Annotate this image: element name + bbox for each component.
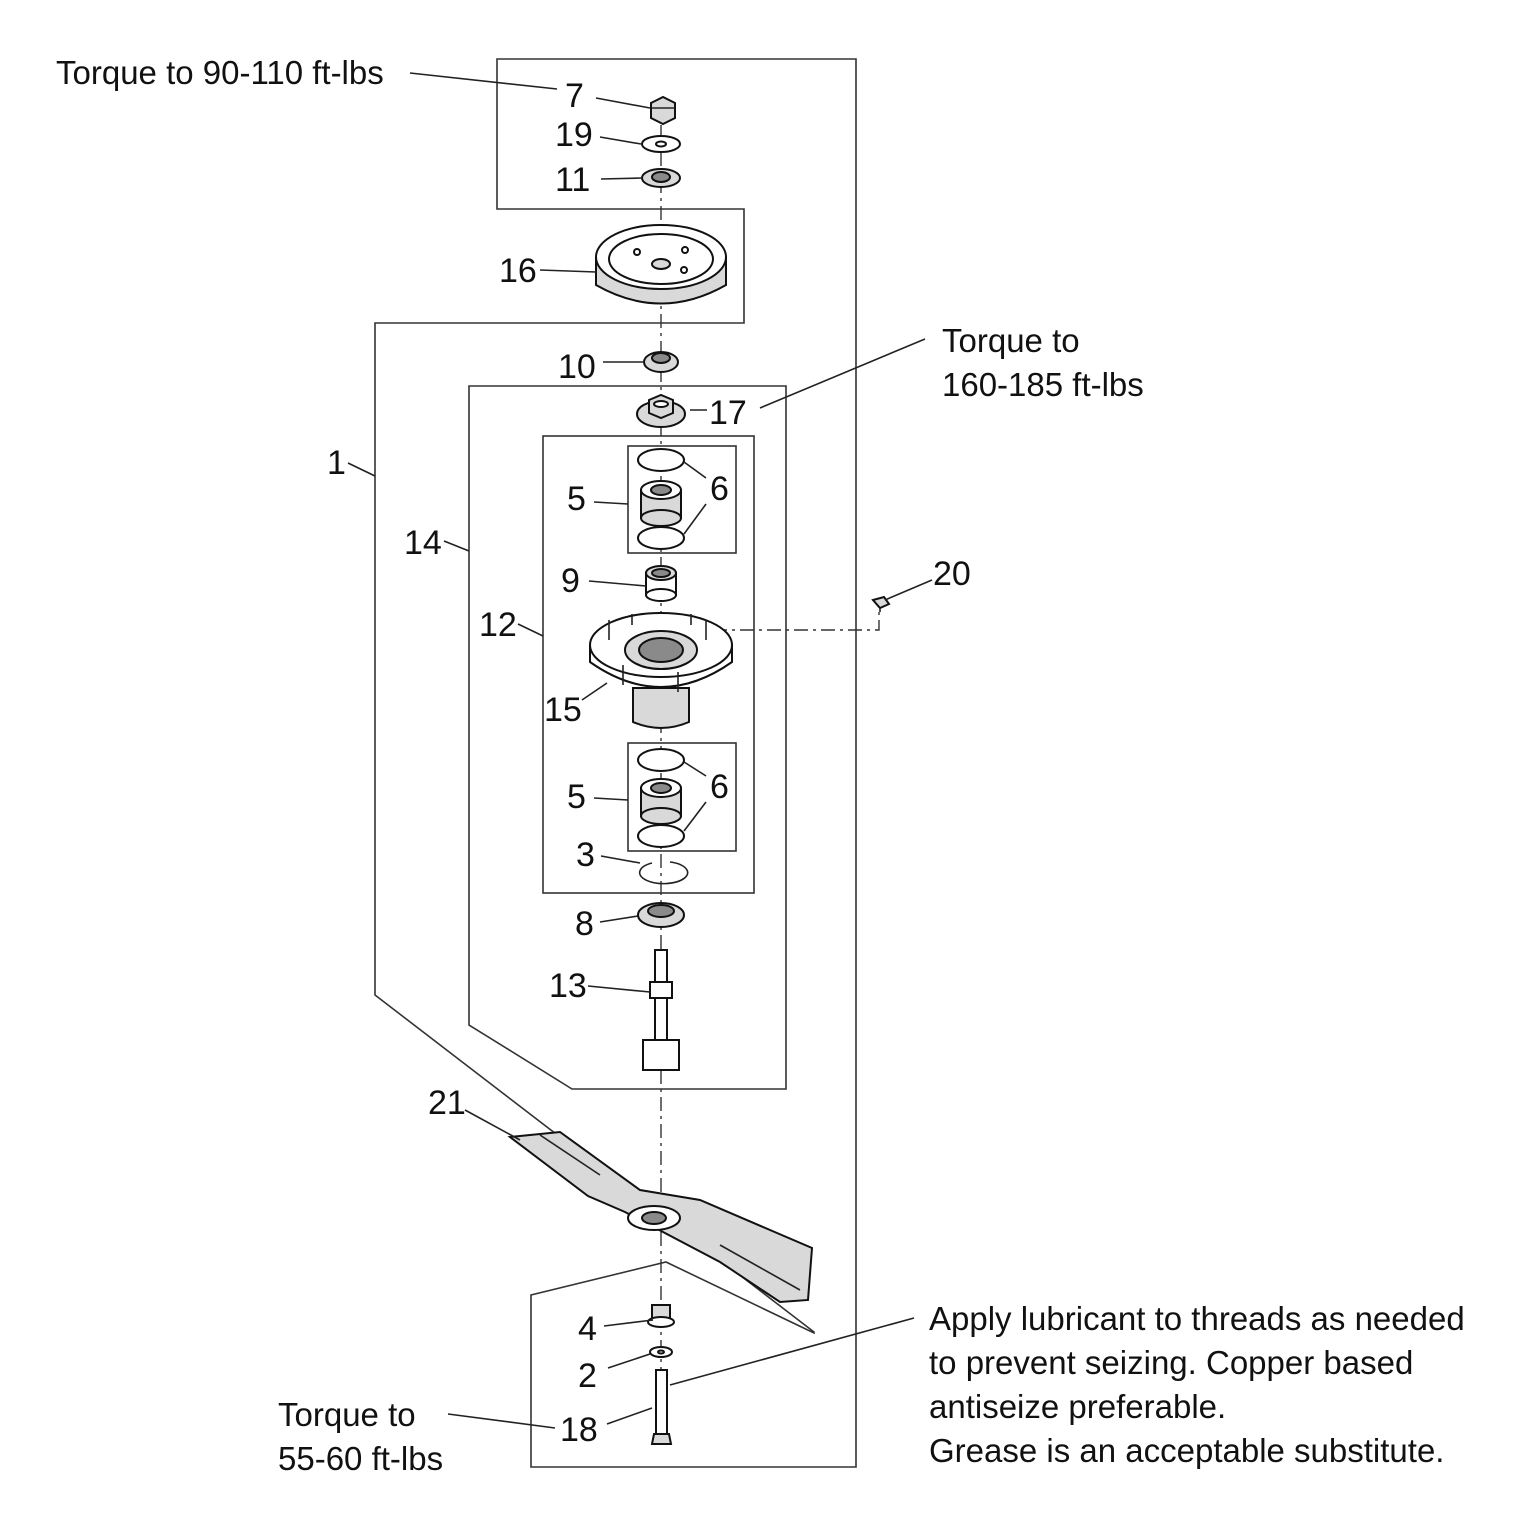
callout-20: 20 — [933, 555, 971, 593]
part-6-ring-lower-a — [637, 748, 685, 772]
part-21-blade — [507, 1130, 814, 1304]
part-8-seal — [637, 902, 685, 928]
torque-note-top: Torque to 90-110 ft-lbs — [56, 54, 384, 91]
part-5-bearing-upper — [640, 480, 682, 527]
lubricant-note-line3: antiseize preferable. — [929, 1388, 1226, 1425]
part-3-snap-ring — [638, 861, 689, 885]
part-6-ring-upper-b — [637, 526, 685, 550]
part-16-pulley — [595, 224, 727, 305]
part-6-ring-lower-b — [637, 824, 685, 848]
bearing-group-lower-outline — [627, 742, 737, 852]
callout-10: 10 — [558, 348, 596, 386]
lubricant-note-line2: to prevent seizing. Copper based — [929, 1344, 1413, 1381]
assembly-1-outline — [374, 58, 857, 1468]
part-7-nut — [650, 95, 676, 126]
torque-note-bottom-line1: Torque to — [278, 1396, 416, 1433]
callout-9: 9 — [561, 562, 580, 600]
torque-note-mid-line1: Torque to — [942, 322, 1080, 359]
part-2-washer — [649, 1346, 673, 1358]
torque-note-bottom-line2: 55-60 ft-lbs — [278, 1440, 443, 1477]
leader-lines — [347, 72, 933, 1429]
bearing-group-upper-outline — [627, 445, 737, 554]
callout-5-lower: 5 — [567, 778, 586, 816]
assembly-14-outline — [468, 385, 787, 1090]
part-18-bolt — [650, 1369, 673, 1445]
callout-8: 8 — [575, 905, 594, 943]
callout-13: 13 — [549, 967, 587, 1005]
callout-1: 1 — [327, 444, 346, 482]
callout-5-upper: 5 — [567, 480, 586, 518]
callout-15: 15 — [544, 691, 582, 729]
lubricant-note-line4: Grease is an acceptable substitute. — [929, 1432, 1444, 1469]
part-13-spindle-shaft — [642, 949, 680, 1071]
part-6-ring-upper-a — [637, 448, 685, 472]
lubricant-note-line1: Apply lubricant to threads as needed — [929, 1300, 1465, 1337]
callout-16: 16 — [499, 252, 537, 290]
callout-6-lower: 6 — [710, 768, 729, 806]
torque-note-mid-line2: 160-185 ft-lbs — [942, 366, 1144, 403]
part-4-blade-hub — [647, 1304, 675, 1328]
part-11-cone-washer — [641, 168, 681, 188]
callout-19: 19 — [555, 116, 593, 154]
callout-12: 12 — [479, 606, 517, 644]
callout-3: 3 — [576, 836, 595, 874]
part-19-washer — [641, 135, 681, 153]
callout-17: 17 — [709, 394, 747, 432]
callout-2: 2 — [578, 1357, 597, 1395]
part-5-bearing-lower — [640, 778, 682, 825]
callout-6-upper: 6 — [710, 470, 729, 508]
callout-18: 18 — [560, 1411, 598, 1449]
callout-7: 7 — [565, 77, 584, 115]
part-10-bearing — [643, 351, 679, 373]
callout-4: 4 — [578, 1310, 597, 1348]
assembly-12-outline — [542, 435, 755, 894]
callout-21: 21 — [428, 1084, 466, 1122]
grease-fitting-axis-line — [713, 612, 880, 631]
part-15-spindle-housing — [589, 612, 733, 729]
callout-14: 14 — [404, 524, 442, 562]
part-9-spacer — [645, 565, 677, 602]
part-17-spindle-nut — [636, 393, 686, 428]
callout-11: 11 — [555, 161, 590, 199]
